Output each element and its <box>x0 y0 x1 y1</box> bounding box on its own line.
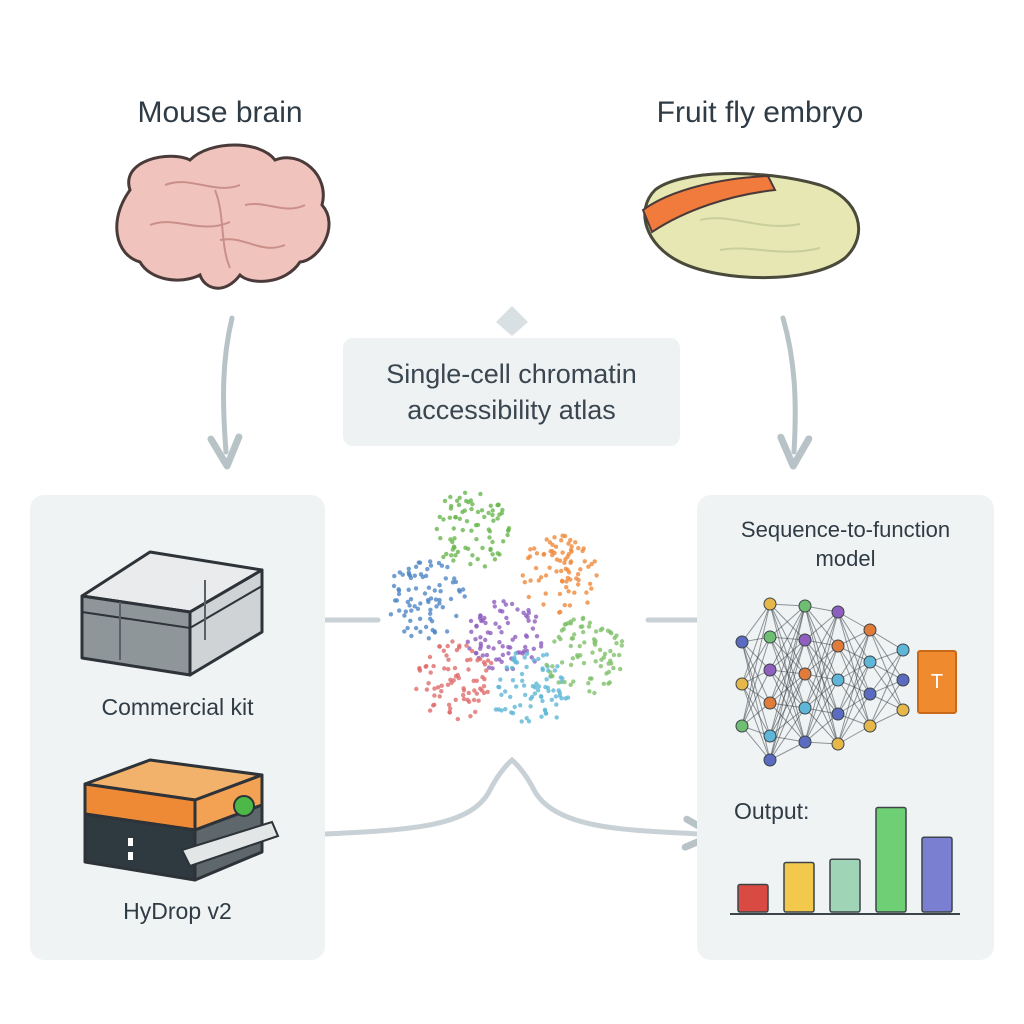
atlas-diamond-icon <box>496 306 528 336</box>
right-down-arrow <box>777 315 813 470</box>
atlas-label-line2: accessibility atlas <box>407 395 616 425</box>
model-output-glyph: T <box>930 670 944 693</box>
commercial-kit-label: Commercial kit <box>101 694 254 720</box>
atlas-label-box: Single-cell chromatin accessibility atla… <box>343 338 680 446</box>
methods-panel <box>30 495 325 960</box>
output-label: Output: <box>734 798 810 824</box>
fruit-fly-embryo-icon <box>641 172 861 280</box>
model-title-line2: model <box>815 546 876 571</box>
model-title: Sequence-to-function model <box>697 515 994 573</box>
arrow-hydrop-to-output <box>302 756 718 851</box>
hydrop-v2-label: HyDrop v2 <box>123 898 232 924</box>
model-title-line1: Sequence-to-function <box>740 517 951 542</box>
mouse-brain-icon <box>115 143 331 290</box>
mouse-brain-title: Mouse brain <box>137 96 303 129</box>
atlas-label-line1: Single-cell chromatin <box>386 359 637 389</box>
model-output-box: T <box>917 650 957 714</box>
fruit-fly-embryo-title: Fruit fly embryo <box>656 96 864 129</box>
left-down-arrow <box>207 315 243 470</box>
